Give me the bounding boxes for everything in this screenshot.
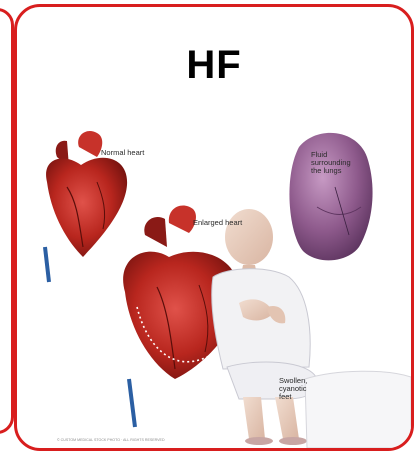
fluid-label-line3: the lungs (311, 166, 342, 175)
hf-card: Normal heart Enlarged heart Fluid surrou… (14, 4, 414, 451)
adjacent-panel-frame (0, 8, 14, 434)
image-credit: © CUSTOM MEDICAL STOCK PHOTO · ALL RIGHT… (57, 438, 165, 442)
fluid-lung-drawing (289, 133, 372, 260)
feet-label-line3: feet (279, 392, 292, 401)
normal-heart-label: Normal heart (101, 148, 145, 157)
slide-title: HF (17, 45, 411, 85)
enlarged-heart-label: Enlarged heart (193, 218, 243, 227)
